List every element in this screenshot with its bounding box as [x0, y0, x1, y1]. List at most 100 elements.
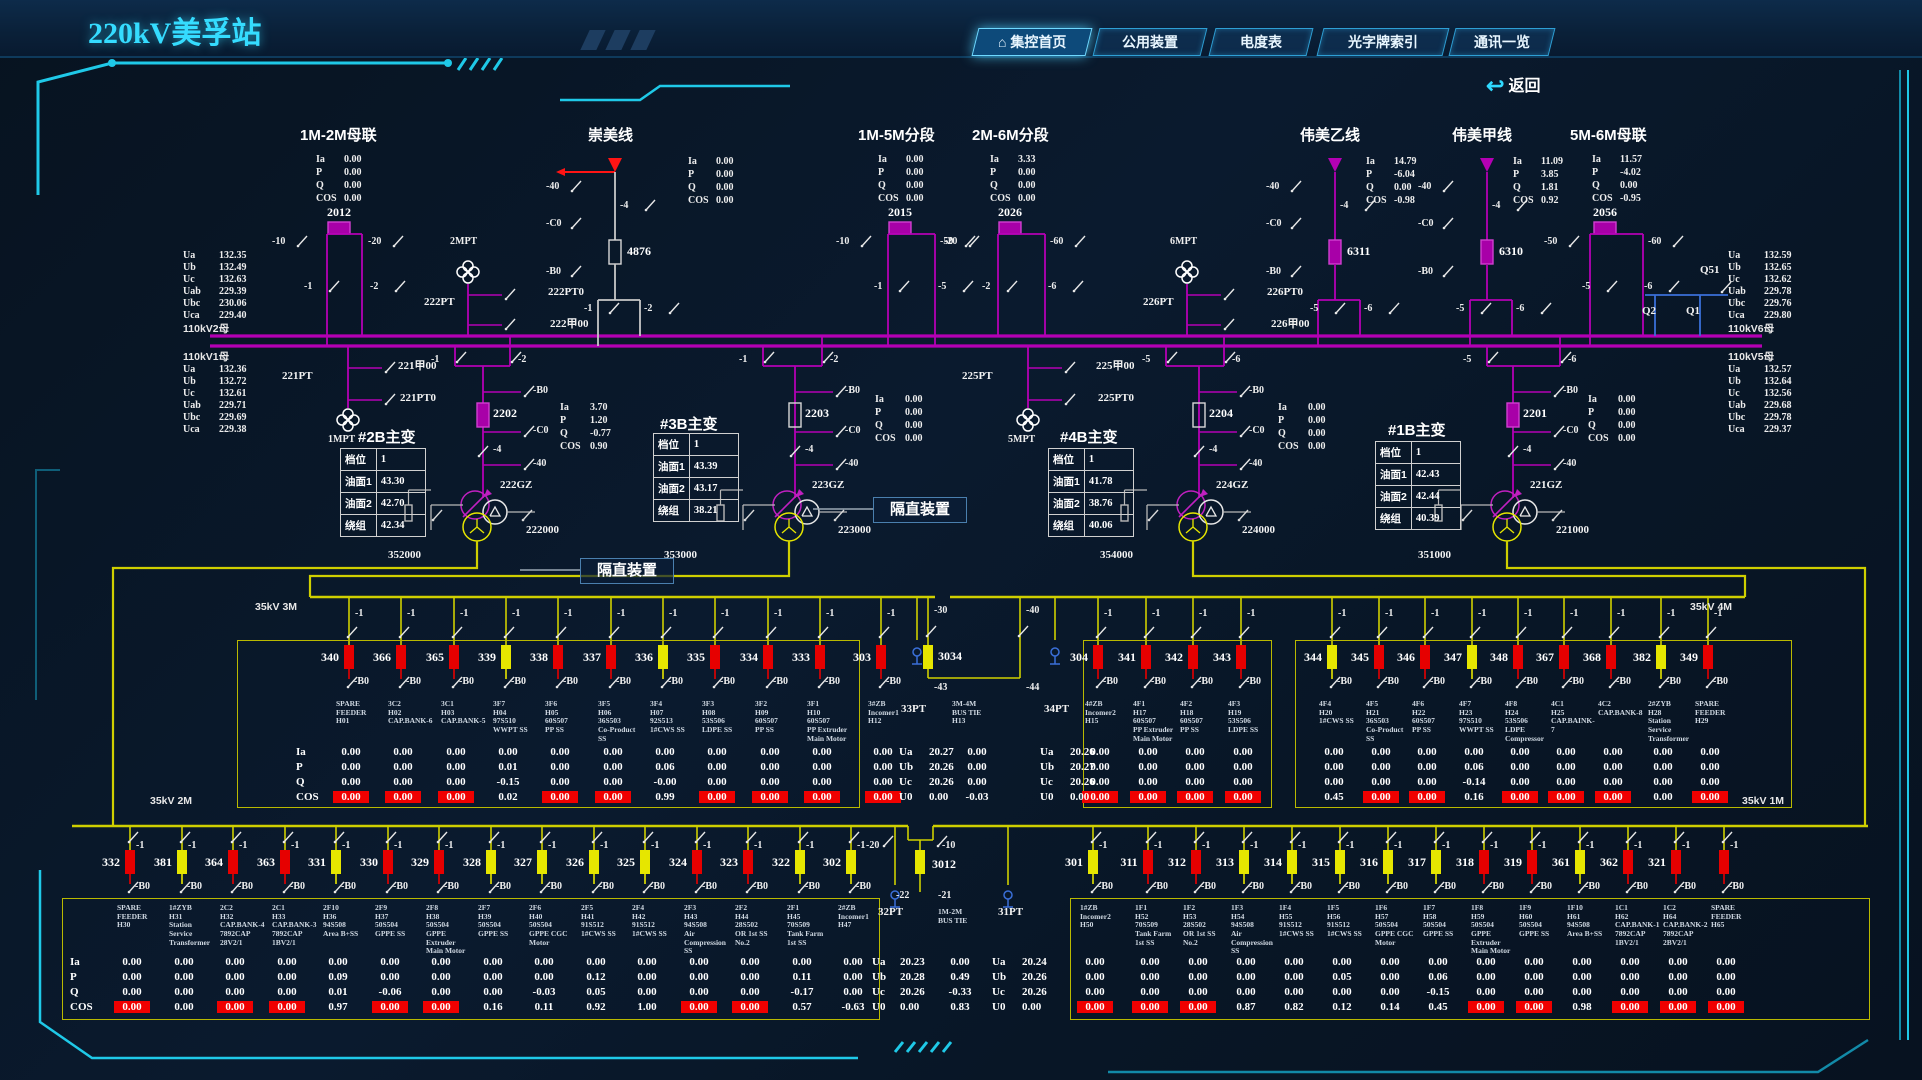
- tx-breaker-2203[interactable]: [788, 402, 802, 428]
- disconnector-switch-glyph[interactable]: [1626, 881, 1637, 893]
- breaker-2015[interactable]: [888, 221, 912, 235]
- disconnector-switch-glyph[interactable]: [1488, 351, 1499, 363]
- disconnector-switch-glyph[interactable]: [1669, 280, 1680, 292]
- disconnector-switch-glyph[interactable]: [1240, 425, 1251, 437]
- disconnector-switch-glyph[interactable]: [1377, 626, 1388, 638]
- disconnector-switch-glyph[interactable]: [1290, 831, 1301, 843]
- disconnector-switch-glyph[interactable]: [1626, 831, 1637, 843]
- disconnector-switch-glyph[interactable]: [899, 280, 910, 292]
- feeder-breaker-328[interactable]: [486, 850, 496, 874]
- pt-tap-switch-label[interactable]: 221PT0: [400, 392, 437, 404]
- pt-tap-switch-label[interactable]: 222甲00: [550, 318, 589, 330]
- feeder-breaker-312[interactable]: [1191, 850, 1201, 874]
- feeder-breaker-326[interactable]: [589, 850, 599, 874]
- disconnector-switch-glyph[interactable]: [836, 385, 847, 397]
- disconnector-switch-glyph[interactable]: [609, 302, 620, 314]
- disconnector-switch-glyph[interactable]: [836, 458, 847, 470]
- disconnector-switch-glyph[interactable]: [1377, 676, 1388, 688]
- disconnector-switch-glyph[interactable]: [395, 280, 406, 292]
- disconnector-switch-glyph[interactable]: [385, 393, 396, 405]
- disconnector-switch-glyph[interactable]: [1706, 676, 1717, 688]
- disconnector-switch-glyph[interactable]: [861, 235, 872, 247]
- disconnector-switch-glyph[interactable]: [456, 351, 467, 363]
- feeder-breaker-330[interactable]: [383, 850, 393, 874]
- disconnector-switch-glyph[interactable]: [1330, 676, 1341, 688]
- disconnector-switch-glyph[interactable]: [180, 881, 191, 893]
- disconnector-switch-glyph[interactable]: [1291, 217, 1302, 229]
- feeder-breaker-302[interactable]: [846, 850, 856, 874]
- disconnector-switch-glyph[interactable]: [1338, 881, 1349, 893]
- disconnector-switch-glyph[interactable]: [1335, 302, 1346, 314]
- disconnector-switch-glyph[interactable]: [180, 831, 191, 843]
- disconnector-switch-glyph[interactable]: [1659, 626, 1670, 638]
- disconnector-switch-glyph[interactable]: [452, 626, 463, 638]
- disconnector-switch-glyph[interactable]: [231, 831, 242, 843]
- disconnector-switch-glyph[interactable]: [524, 425, 535, 437]
- disconnector-switch-glyph[interactable]: [1073, 280, 1084, 292]
- disconnector-switch-glyph[interactable]: [1191, 626, 1202, 638]
- disconnector-switch-glyph[interactable]: [571, 180, 582, 192]
- disconnector-switch-glyph[interactable]: [1443, 180, 1454, 192]
- disconnector-switch-glyph[interactable]: [1721, 281, 1732, 293]
- disconnector-switch-glyph[interactable]: [432, 509, 443, 521]
- feeder-breaker-303[interactable]: [876, 645, 886, 669]
- dc-blocking-device-box[interactable]: 隔直装置: [580, 558, 674, 584]
- disconnector-switch-glyph[interactable]: [1290, 881, 1301, 893]
- disconnector-switch-glyph[interactable]: [592, 881, 603, 893]
- disconnector-switch-glyph[interactable]: [1242, 831, 1253, 843]
- disconnector-switch-glyph[interactable]: [1561, 351, 1572, 363]
- disconnector-switch-glyph[interactable]: [1554, 385, 1565, 397]
- tx-breaker-2201[interactable]: [1506, 402, 1520, 428]
- disconnector-switch-glyph[interactable]: [766, 676, 777, 688]
- disconnector-switch-glyph[interactable]: [1065, 393, 1076, 405]
- disconnector-switch-glyph[interactable]: [524, 385, 535, 397]
- disconnector-switch-glyph[interactable]: [1674, 881, 1685, 893]
- pt-tap-switch-label[interactable]: 221甲00: [398, 360, 437, 372]
- disconnector-switch-glyph[interactable]: [883, 835, 894, 847]
- disconnector-switch-glyph[interactable]: [695, 831, 706, 843]
- feeder-breaker-348[interactable]: [1513, 645, 1523, 669]
- disconnector-switch-glyph[interactable]: [592, 831, 603, 843]
- disconnector-switch-glyph[interactable]: [965, 235, 976, 247]
- disconnector-switch-glyph[interactable]: [437, 831, 448, 843]
- disconnector-switch-glyph[interactable]: [1096, 626, 1107, 638]
- feeder-breaker-331[interactable]: [331, 850, 341, 874]
- feeder-breaker-337[interactable]: [606, 645, 616, 669]
- disconnector-switch-glyph[interactable]: [1530, 831, 1541, 843]
- breaker-6310[interactable]: [1480, 239, 1494, 265]
- feeder-breaker-349[interactable]: [1703, 645, 1713, 669]
- disconnector-switch-glyph[interactable]: [695, 881, 706, 893]
- disconnector-switch-glyph[interactable]: [1562, 626, 1573, 638]
- disconnector-switch-glyph[interactable]: [1722, 831, 1733, 843]
- breaker-6311[interactable]: [1328, 239, 1342, 265]
- disconnector-switch-glyph[interactable]: [128, 881, 139, 893]
- disconnector-switch-glyph[interactable]: [524, 458, 535, 470]
- disconnector-switch-glyph[interactable]: [571, 217, 582, 229]
- feeder-breaker-366[interactable]: [396, 645, 406, 669]
- breaker-2026[interactable]: [998, 221, 1022, 235]
- nav-tab-3[interactable]: 光字牌索引: [1316, 28, 1450, 56]
- pt-tap-switch-label[interactable]: 222PT0: [548, 286, 585, 298]
- disconnector-switch-glyph[interactable]: [879, 626, 890, 638]
- disconnector-switch-glyph[interactable]: [399, 626, 410, 638]
- feeder-breaker-341[interactable]: [1141, 645, 1151, 669]
- disconnector-switch-glyph[interactable]: [713, 626, 724, 638]
- disconnector-switch-glyph[interactable]: [1659, 676, 1670, 688]
- disconnector-switch-glyph[interactable]: [1291, 180, 1302, 192]
- disconnector-switch-glyph[interactable]: [505, 288, 516, 300]
- disconnector-switch-glyph[interactable]: [798, 881, 809, 893]
- disconnector-switch-glyph[interactable]: [1530, 881, 1541, 893]
- disconnector-switch-glyph[interactable]: [1148, 509, 1159, 521]
- disconnector-switch-glyph[interactable]: [297, 235, 308, 247]
- disconnector-switch-glyph[interactable]: [823, 351, 834, 363]
- disconnector-switch-glyph[interactable]: [556, 676, 567, 688]
- feeder-breaker-365[interactable]: [449, 645, 459, 669]
- disconnector-switch-glyph[interactable]: [1607, 280, 1618, 292]
- disconnector-switch-glyph[interactable]: [334, 881, 345, 893]
- disconnector-switch-glyph[interactable]: [1239, 626, 1250, 638]
- feeder-breaker-345[interactable]: [1374, 645, 1384, 669]
- feeder-breaker-321[interactable]: [1671, 850, 1681, 874]
- disconnector-switch-glyph[interactable]: [645, 199, 656, 211]
- disconnector-switch-glyph[interactable]: [766, 626, 777, 638]
- feeder-breaker-332[interactable]: [125, 850, 135, 874]
